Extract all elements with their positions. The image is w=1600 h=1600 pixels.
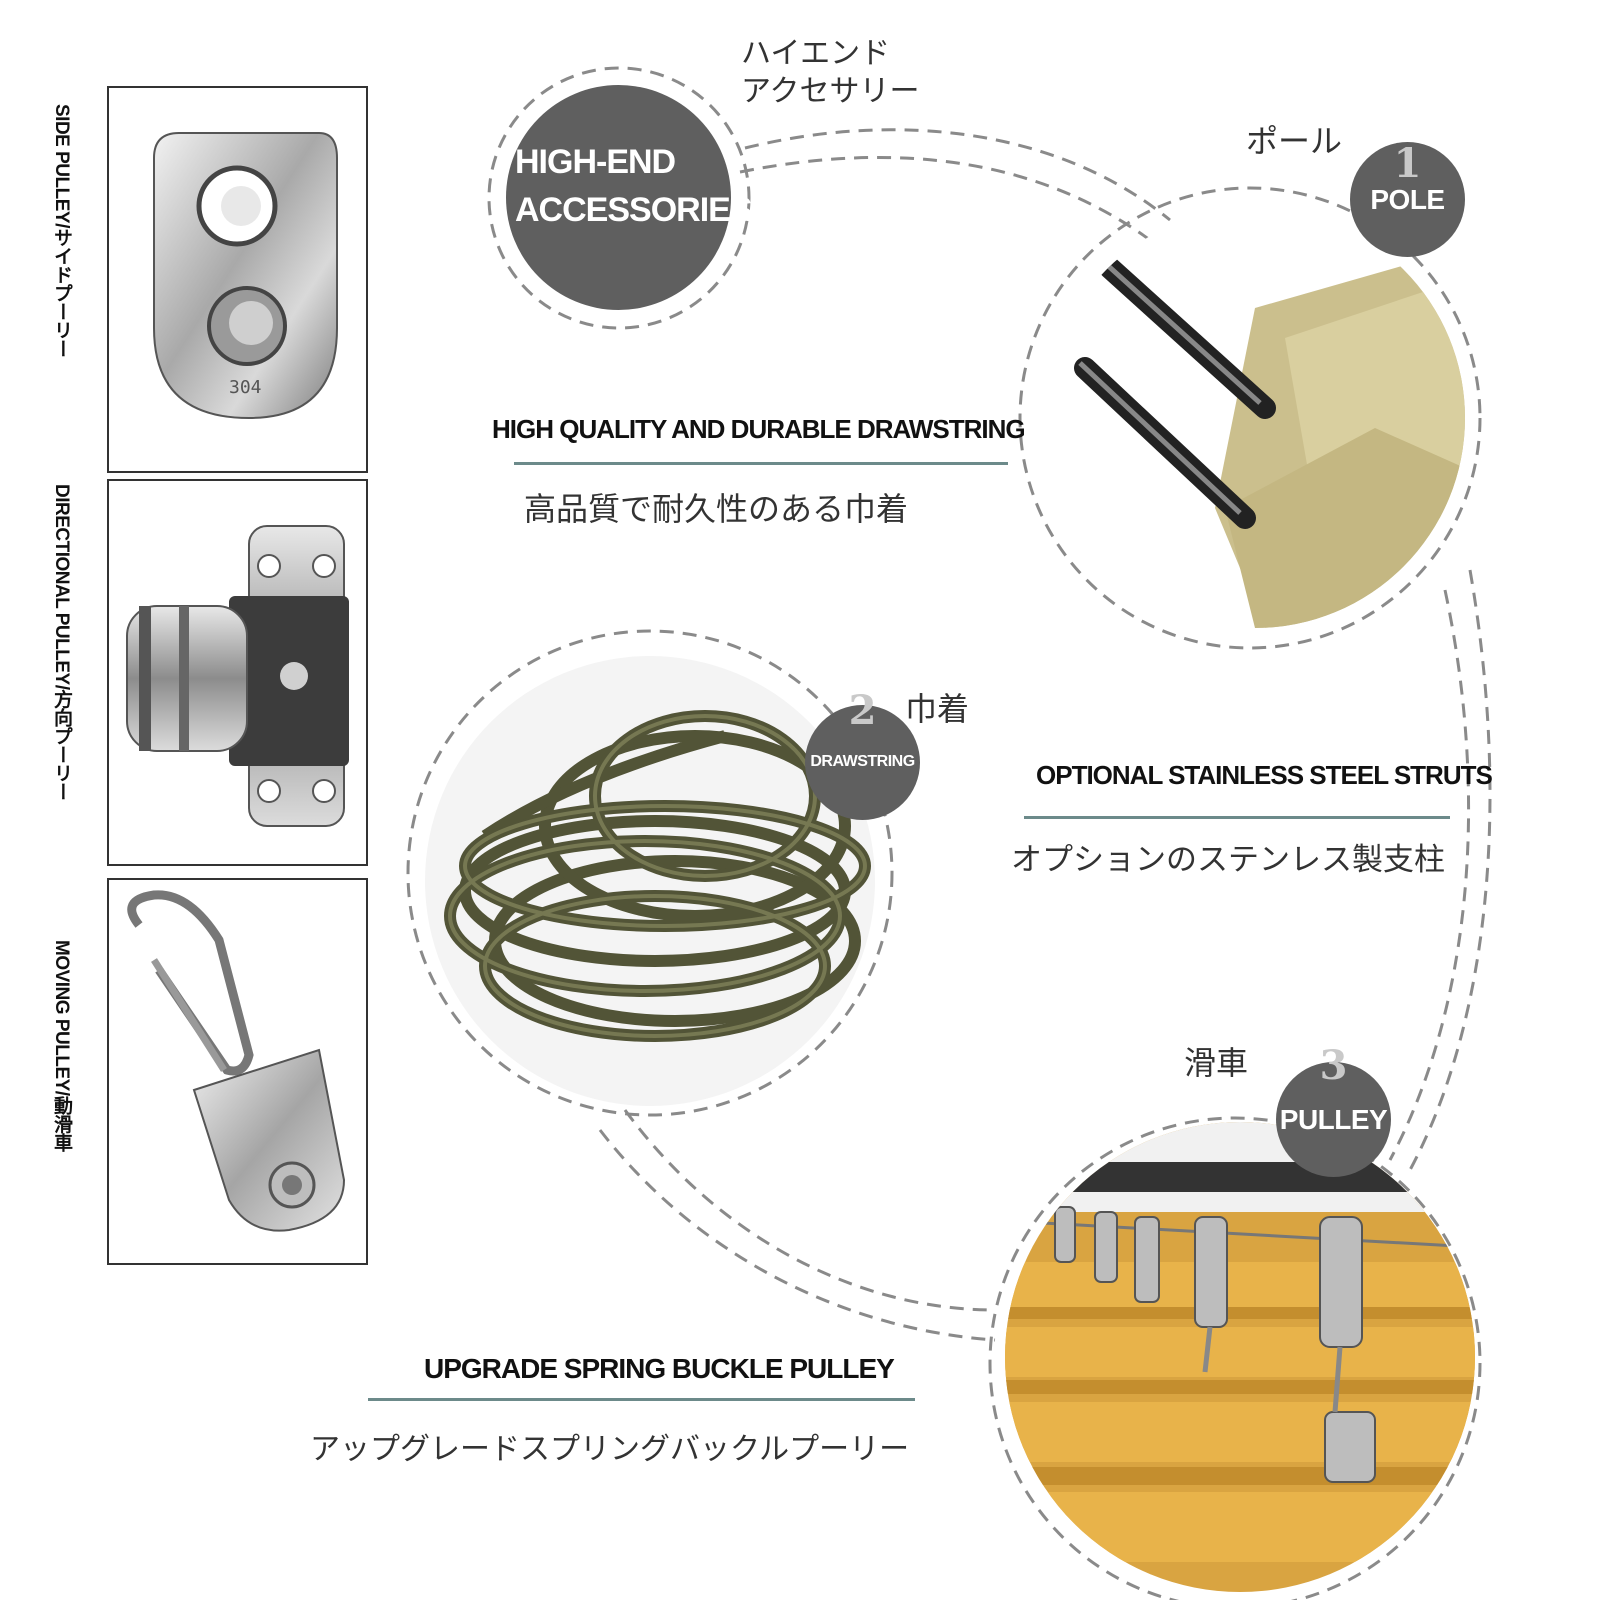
struts-caption-en: OPTIONAL STAINLESS STEEL STRUTS: [1036, 760, 1493, 790]
drawstring-badge: 2 DRAWSTRING: [805, 687, 920, 820]
moving-pulley-label: MOVING PULLEY/動滑車: [51, 940, 72, 1152]
drawstring-badge-label: DRAWSTRING: [810, 753, 915, 770]
drawstring-photo: [425, 656, 875, 1106]
side-pulley-image: 304: [153, 132, 338, 420]
hero-title-en-line1: HIGH-END: [515, 143, 676, 181]
pole-badge: 1 POLE: [1350, 140, 1465, 257]
hero-title-jp-line2: アクセサリー: [741, 74, 920, 109]
pulley-badge: 3 PULLEY: [1276, 1042, 1391, 1177]
pulley-caption-jp: アップグレードスプリングバックルプーリー: [310, 1432, 910, 1467]
pulley-jp-label: 滑車: [1184, 1044, 1249, 1082]
drawstring-jp-label: 巾着: [905, 690, 970, 728]
drawstring-number: 2: [848, 687, 877, 734]
hero-title-en-line2: ACCESSORIES: [515, 191, 752, 229]
side-pulley-label: SIDE PULLEY/サイドプーリー: [51, 104, 72, 358]
stamp-304: 304: [229, 377, 262, 398]
pulley-caption-en: UPGRADE SPRING BUCKLE PULLEY: [424, 1353, 895, 1384]
pulley-number: 3: [1319, 1042, 1348, 1089]
directional-pulley-image: [126, 525, 349, 827]
pole-photo: [1045, 208, 1465, 628]
side-pulley-panel: 304: [107, 86, 368, 473]
pole-jp-label: ポール: [1246, 122, 1343, 160]
struts-caption-jp: オプションのステンレス製支柱: [1011, 842, 1445, 878]
drawstring-caption-en: HIGH QUALITY AND DURABLE DRAWSTRING: [492, 414, 1026, 444]
moving-pulley-panel: [107, 878, 368, 1265]
pole-number: 1: [1393, 140, 1422, 187]
pulley-photo: [1005, 1122, 1475, 1592]
pole-badge-label: POLE: [1370, 184, 1445, 215]
pulley-badge-label: PULLEY: [1279, 1104, 1388, 1135]
hero-badge: [506, 85, 731, 310]
struts-caption-underline: [1024, 816, 1450, 819]
directional-pulley-panel: [107, 479, 368, 866]
hero-title-jp-line1: ハイエンド: [741, 36, 891, 71]
directional-pulley-label: DIRECTIONAL PULLEY/方向プーリー: [51, 484, 72, 801]
drawstring-caption-jp: 高品質で耐久性のある巾着: [524, 490, 909, 528]
drawstring-caption-underline: [514, 462, 1008, 465]
pulley-caption-underline: [368, 1398, 915, 1401]
moving-pulley-image: [127, 890, 346, 1232]
